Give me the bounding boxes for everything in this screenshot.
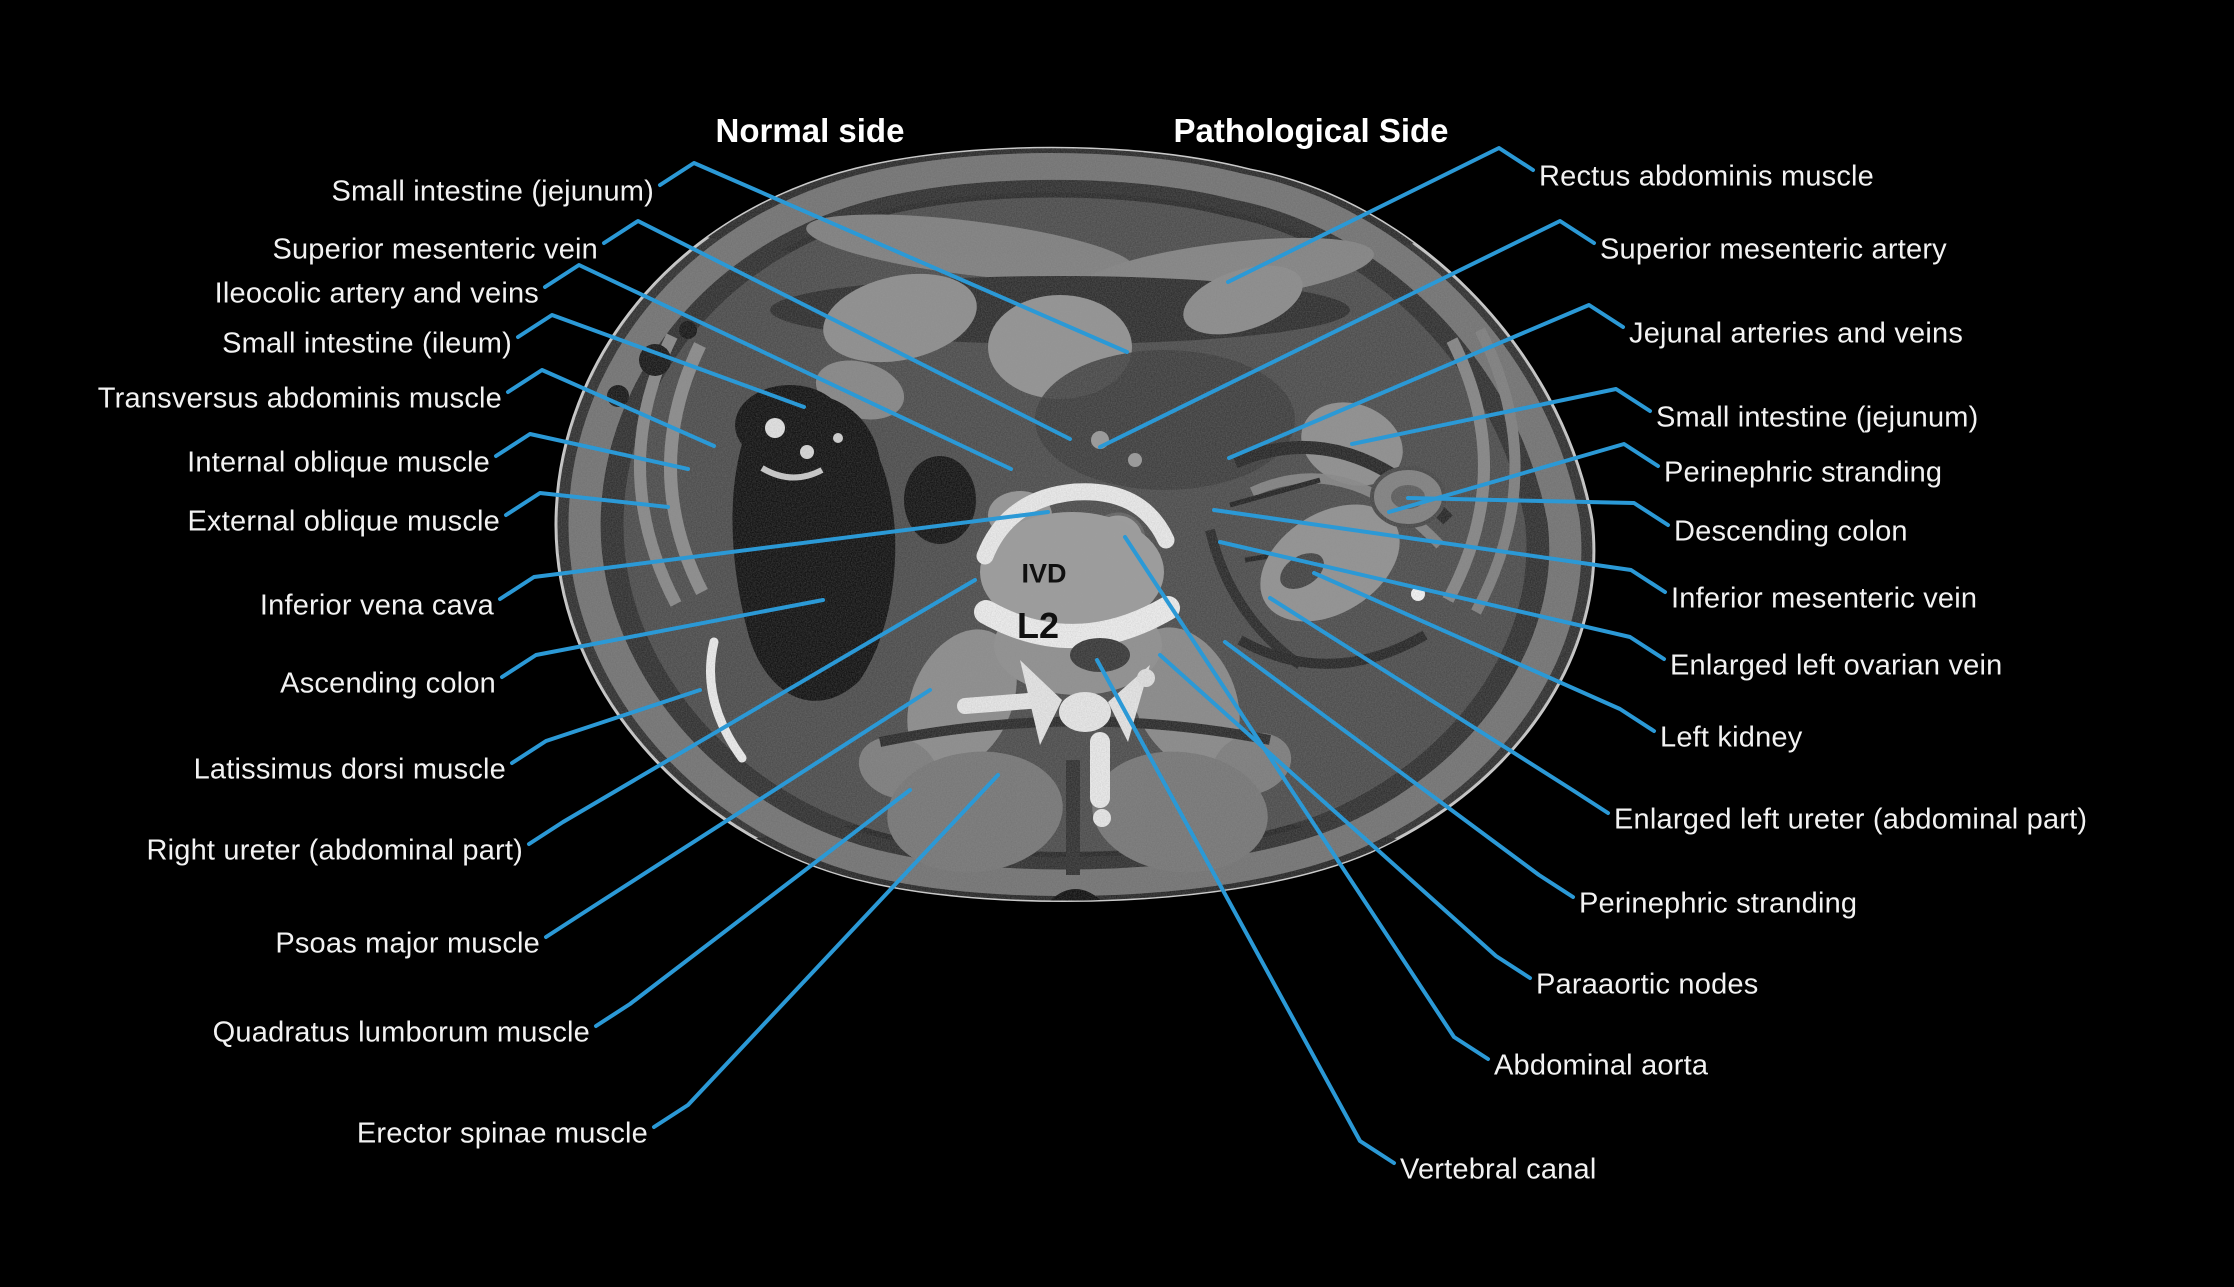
anatomy-label: External oblique muscle bbox=[187, 505, 500, 538]
anatomy-label: Abdominal aorta bbox=[1494, 1049, 1709, 1082]
leader-line bbox=[1212, 508, 1667, 594]
anatomy-label: Inferior mesenteric vein bbox=[1671, 582, 1978, 615]
leader-line bbox=[1268, 596, 1610, 815]
leader-line bbox=[1406, 496, 1670, 527]
header-normal-side: Normal side bbox=[715, 112, 905, 149]
ct-inline-label: L2 bbox=[1016, 605, 1060, 646]
leader-line bbox=[1350, 387, 1652, 446]
leader-line bbox=[1312, 571, 1656, 733]
leader-line bbox=[510, 688, 702, 765]
leader-line bbox=[1227, 303, 1625, 460]
leader-line bbox=[658, 161, 1129, 354]
anatomy-label: Inferior vena cava bbox=[259, 589, 494, 622]
leader-line bbox=[1387, 442, 1660, 514]
anatomy-label: Psoas major muscle bbox=[275, 927, 540, 960]
anatomy-label: Jejunal arteries and veins bbox=[1629, 317, 1964, 350]
leader-line bbox=[506, 368, 716, 448]
leader-line bbox=[543, 263, 1013, 471]
leader-line bbox=[602, 219, 1072, 441]
anatomy-label: Descending colon bbox=[1674, 515, 1908, 548]
leader-line bbox=[1158, 653, 1532, 980]
leader-line bbox=[594, 788, 912, 1028]
ct-anatomy-art bbox=[556, 148, 1594, 901]
anatomy-label: Latissimus dorsi muscle bbox=[193, 753, 506, 786]
leader-line bbox=[1218, 540, 1666, 661]
ct-inline-label: IVD bbox=[1021, 558, 1067, 589]
leader-line bbox=[1226, 146, 1535, 284]
anatomy-label: Vertebral canal bbox=[1400, 1153, 1597, 1186]
leader-line bbox=[1223, 640, 1575, 899]
leader-line bbox=[498, 510, 1050, 601]
leader-line bbox=[516, 313, 806, 409]
leader-line bbox=[504, 491, 670, 517]
anatomy-label: Ascending colon bbox=[280, 667, 496, 700]
leader-line bbox=[1095, 658, 1396, 1165]
anatomy-label: Quadratus lumborum muscle bbox=[212, 1016, 590, 1049]
anatomy-label: Left kidney bbox=[1660, 721, 1803, 754]
anatomy-label: Transversus abdominis muscle bbox=[97, 382, 502, 415]
leader-line bbox=[500, 598, 825, 679]
leader-line bbox=[652, 773, 1000, 1129]
leader-line bbox=[1098, 219, 1596, 449]
leader-line-layer bbox=[494, 146, 1670, 1165]
anatomy-label: Perinephric stranding bbox=[1664, 456, 1943, 489]
anatomy-label: Enlarged left ovarian vein bbox=[1670, 649, 2003, 682]
anatomy-label: Small intestine (jejunum) bbox=[1656, 401, 1979, 434]
anatomy-label: Internal oblique muscle bbox=[187, 446, 490, 479]
anatomy-label: Superior mesenteric vein bbox=[272, 233, 598, 266]
leader-line bbox=[494, 432, 690, 471]
anatomy-label: Perinephric stranding bbox=[1579, 887, 1858, 920]
leader-line bbox=[527, 578, 977, 846]
anatomy-label: Ileocolic artery and veins bbox=[214, 277, 539, 310]
leader-line bbox=[544, 688, 932, 939]
anatomy-label: Paraaortic nodes bbox=[1536, 968, 1759, 1001]
anatomy-label: Enlarged left ureter (abdominal part) bbox=[1614, 803, 2088, 836]
anatomy-label: Right ureter (abdominal part) bbox=[146, 834, 523, 867]
anatomy-label: Rectus abdominis muscle bbox=[1539, 160, 1875, 193]
header-pathological-side: Pathological Side bbox=[1173, 112, 1449, 149]
anatomy-label: Superior mesenteric artery bbox=[1600, 233, 1947, 266]
anatomy-label: Erector spinae muscle bbox=[356, 1117, 648, 1150]
leader-line bbox=[1123, 535, 1490, 1061]
anatomy-label: Small intestine (ileum) bbox=[222, 327, 512, 360]
anatomy-label: Small intestine (jejunum) bbox=[331, 175, 654, 208]
